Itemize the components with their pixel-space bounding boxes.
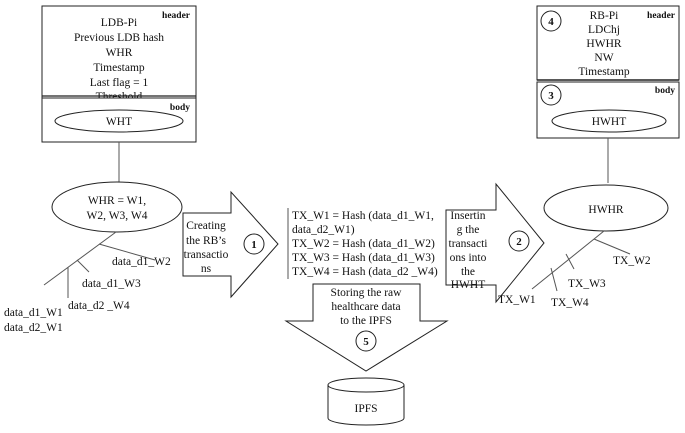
- leaf-tx-w1: TX_W1: [498, 294, 536, 306]
- hwhr-root-label: HWHR: [588, 204, 623, 216]
- leaf-data-d1-w1: data_d1_W1: [4, 307, 63, 319]
- rb-header-line-1: RB-Pi: [590, 10, 619, 22]
- hwht-label: HWHT: [592, 116, 627, 128]
- wht-label: WHT: [106, 116, 132, 128]
- rb-header-line-5: Timestamp: [578, 66, 630, 78]
- tx-line-5: TX_W4 = Hash (data_d2 _W4): [292, 266, 438, 278]
- whr-root-node: [51, 181, 183, 233]
- leaf-data-d1-w3: data_d1_W3: [82, 278, 141, 290]
- right-merkle-tree: HWHR TX_W2 TX_W3 TX_W1 TX_W4: [498, 184, 669, 309]
- ipfs-label: IPFS: [354, 403, 377, 415]
- arrow-1-line-1: Creating: [186, 220, 226, 232]
- arrow-2-line-2: g the: [457, 224, 480, 236]
- wht-oval: [54, 109, 184, 133]
- arrow-2-line-5: the: [461, 266, 475, 278]
- ipfs-cylinder-body: [327, 385, 405, 426]
- step-4-number: 4: [548, 16, 554, 28]
- step-2-badge: [508, 230, 530, 252]
- step-5-badge: [355, 330, 377, 352]
- rb-header-tag: header: [647, 11, 676, 21]
- down-arrow-line-3: to the IPFS: [340, 315, 392, 327]
- arrow-1-shape: [182, 190, 279, 299]
- arrow-2-line-4: ons into: [450, 252, 487, 264]
- hwhr-root-node: [543, 184, 669, 232]
- ldb-block: header LDB-Pi Previous LDB hash WHR Time…: [41, 5, 197, 143]
- arrow-2-line-3: transacti: [449, 238, 488, 250]
- down-arrow-line-2: healthcare data: [331, 301, 400, 313]
- leaf-tx-w2: TX_W2: [613, 255, 651, 267]
- ldb-body-tag: body: [170, 103, 190, 113]
- arrow-2-line-1: Insertin: [450, 210, 485, 222]
- rb-header-line-4: NW: [594, 52, 613, 64]
- ldb-header-line-1: LDB-Pi: [101, 17, 137, 29]
- hwht-oval: [551, 109, 667, 133]
- step-3-number: 3: [548, 90, 554, 102]
- step-3-badge: [540, 84, 562, 106]
- step-2-number: 2: [516, 236, 522, 248]
- ldb-header-line-3: WHR: [106, 47, 133, 59]
- leaf-data-d2-w4: data_d2 _W4: [68, 300, 130, 312]
- arrow-creating-transactions: Creating the RB’s transactio ns 1: [182, 190, 279, 299]
- transaction-list: TX_W1 = Hash (data_d1_W1, data_d2_W1) TX…: [287, 208, 438, 279]
- arrow-2-line-6: HWHT: [451, 279, 486, 291]
- left-merkle-tree: WHR = W1, W2, W3, W4 data_d1_W2 data_d1_…: [4, 181, 183, 334]
- leaf-data-d2-w1: data_d2_W1: [4, 322, 63, 334]
- rb-body-tag: body: [655, 86, 675, 96]
- tx-line-2: data_d2_W1): [292, 224, 355, 236]
- rb-header-line-3: HWHR: [586, 38, 621, 50]
- whr-root-line-2: W2, W3, W4: [87, 210, 148, 222]
- arrow-1-line-3: transactio: [184, 249, 229, 261]
- leaf-tx-w3: TX_W3: [568, 278, 606, 290]
- ldb-header-line-2: Previous LDB hash: [74, 32, 164, 44]
- down-arrow-line-1: Storing the raw: [331, 287, 403, 299]
- ldb-header-line-4: Timestamp: [93, 62, 145, 74]
- ldb-header-box: [41, 5, 197, 99]
- arrow-storing-ipfs: Storing the raw healthcare data to the I…: [284, 283, 449, 372]
- rb-block: header 4 RB-Pi LDChj HWHR NW Timestamp b…: [536, 5, 680, 139]
- tx-line-4: TX_W3 = Hash (data_d1_W3): [292, 252, 435, 264]
- ipfs-database: IPFS: [327, 377, 405, 426]
- arrow-1-line-2: the RB’s: [186, 235, 226, 247]
- step-1-number: 1: [251, 239, 257, 251]
- ipfs-cylinder-top: [327, 377, 405, 393]
- ldb-header-line-5: Last flag = 1: [90, 77, 149, 89]
- rb-header-line-2: LDChj: [588, 24, 620, 36]
- tx-line-3: TX_W2 = Hash (data_d1_W2): [292, 238, 435, 250]
- tx-line-1: TX_W1 = Hash (data_d1_W1,: [292, 210, 434, 222]
- leaf-data-d1-w2: data_d1_W2: [112, 256, 171, 268]
- arrow-inserting-transactions: Insertin g the transacti ons into the HW…: [445, 182, 545, 304]
- step-1-badge: [243, 233, 265, 255]
- arrow-1-line-4: ns: [201, 263, 212, 275]
- whr-root-line-1: WHR = W1,: [88, 195, 146, 207]
- down-arrow-shape: [284, 283, 449, 372]
- arrow-2-shape: [445, 182, 545, 304]
- step-5-number: 5: [363, 336, 369, 348]
- leaf-tx-w4: TX_W4: [551, 297, 589, 309]
- ldb-header-tag: header: [162, 11, 191, 21]
- step-4-badge: [540, 10, 562, 32]
